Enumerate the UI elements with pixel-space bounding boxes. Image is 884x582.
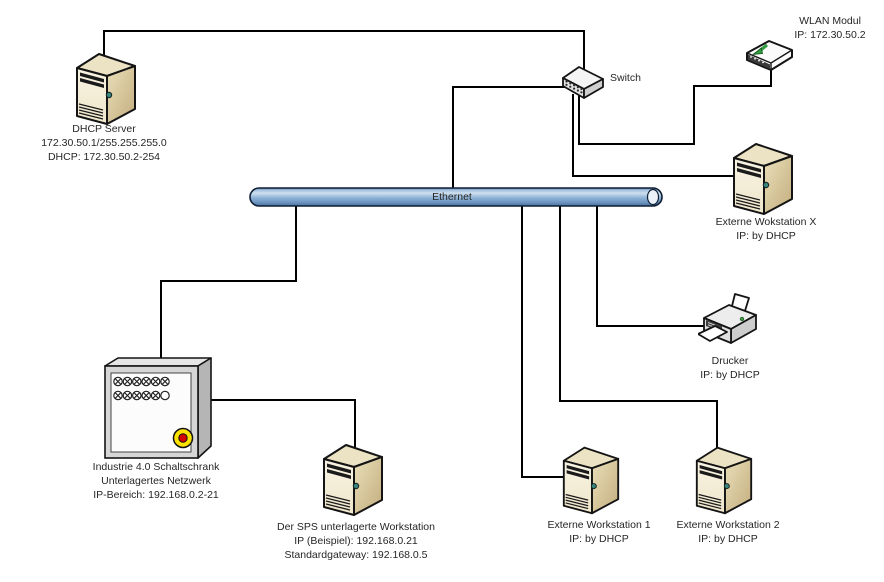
workstation-tower-icon: [695, 446, 753, 515]
drucker-label: Drucker IP: by DHCP: [630, 354, 830, 382]
link-ethernet-to-schaltschrank: [160, 200, 297, 362]
dhcp-server-ip: 172.30.50.1/255.255.255.0: [41, 137, 167, 150]
link-switch-to-wlan-modul: [578, 66, 772, 145]
dhcp-server-label: DHCP Server 172.30.50.1/255.255.255.0 DH…: [14, 122, 194, 165]
wlan-modul-name: WLAN Modul: [799, 15, 861, 27]
wokstation-x-name: Externe Wokstation X: [715, 216, 817, 228]
workstation-1-ip: IP: by DHCP: [569, 533, 629, 546]
externe-workstation-2-label: Externe Workstation 2 IP: by DHCP: [628, 518, 828, 546]
wokstation-x-ip: IP: by DHCP: [736, 230, 796, 243]
switch-name: Switch: [610, 72, 641, 84]
externe-wokstation-x-label: Externe Wokstation X IP: by DHCP: [666, 215, 866, 243]
control-cabinet-icon: [104, 357, 212, 459]
workstation-tower-icon: [323, 444, 383, 516]
link-dhcp-server-to-switch: [103, 30, 585, 74]
drucker-name: Drucker: [711, 355, 749, 367]
workstation-tower-icon: [562, 446, 620, 515]
workstation-1-name: Externe Workstation 1: [547, 519, 651, 531]
workstation-2-ip: IP: by DHCP: [698, 533, 758, 546]
switch-icon: [562, 66, 604, 99]
wlan-module-icon: [746, 40, 793, 71]
wlan-modul-ip: IP: 172.30.50.2: [794, 29, 866, 42]
dhcp-server-range: DHCP: 172.30.50.2-254: [47, 151, 161, 164]
link-schaltschrank-to-sps-workstation: [211, 399, 356, 455]
drucker-ip: IP: by DHCP: [700, 369, 760, 382]
dhcp-server-name: DHCP Server: [72, 123, 136, 135]
sps-workstation-gateway: Standardgateway: 192.168.0.5: [284, 549, 428, 562]
workstation-tower-icon: [733, 143, 793, 215]
sps-workstation-label: Der SPS unterlagerte Workstation IP (Bei…: [236, 520, 476, 563]
printer-icon: [698, 293, 757, 344]
link-switch-to-wokstation-x: [572, 94, 737, 177]
schaltschrank-label: Industrie 4.0 Schaltschrank Unterlagerte…: [36, 460, 276, 503]
link-ethernet-to-workstation-2: [559, 200, 718, 452]
server-tower-icon: [76, 53, 136, 125]
switch-label: Switch: [610, 71, 670, 85]
schaltschrank-ip-range: IP-Bereich: 192.168.0.2-21: [93, 489, 219, 502]
link-ethernet-to-drucker: [596, 200, 707, 327]
link-switch-to-ethernet: [452, 86, 572, 192]
sps-workstation-name: Der SPS unterlagerte Workstation: [277, 521, 435, 533]
externe-workstation-1-label: Externe Workstation 1 IP: by DHCP: [499, 518, 699, 546]
ethernet-bus-label: Ethernet: [250, 190, 654, 204]
workstation-2-name: Externe Workstation 2: [676, 519, 780, 531]
ethernet-label-text: Ethernet: [432, 191, 472, 203]
sps-workstation-ip: IP (Beispiel): 192.168.0.21: [294, 535, 418, 548]
schaltschrank-name: Industrie 4.0 Schaltschrank: [92, 461, 220, 473]
ethernet-bus: [249, 187, 663, 207]
schaltschrank-subnet: Unterlagertes Netzwerk: [101, 475, 211, 488]
wlan-modul-label: WLAN Modul IP: 172.30.50.2: [755, 14, 884, 42]
link-ethernet-to-workstation-1: [521, 200, 567, 478]
